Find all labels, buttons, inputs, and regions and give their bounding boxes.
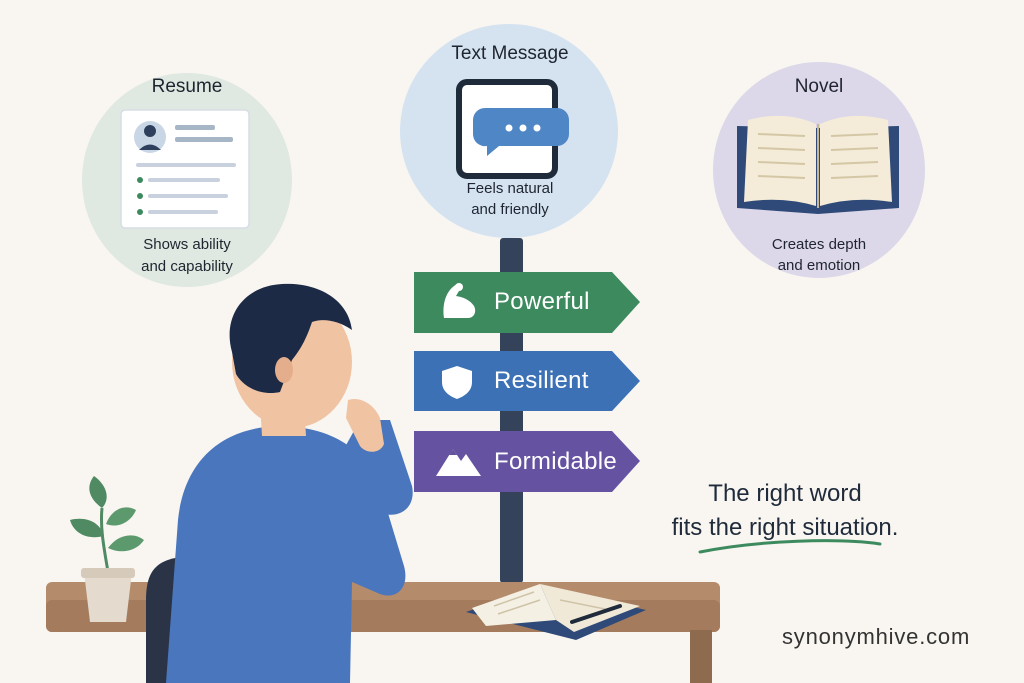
resume-title: Resume <box>151 76 223 97</box>
person-thinking <box>166 283 413 683</box>
sign-resilient <box>414 351 640 411</box>
text-message-title: Text Message <box>451 43 569 64</box>
sign-label-formidable: Formidable <box>494 448 618 475</box>
sign-formidable <box>414 431 640 492</box>
mountain-icon <box>436 449 481 476</box>
sign-label-resilient: Resilient <box>494 367 589 394</box>
phone-chat-icon <box>456 79 569 179</box>
potted-plant <box>70 476 144 622</box>
resume-caption-line2: and capability <box>141 258 233 275</box>
notebook <box>466 584 646 640</box>
sign-powerful <box>414 272 640 333</box>
open-book-icon <box>737 115 899 214</box>
novel-caption-line1: Creates depth <box>771 236 867 253</box>
brand-url: synonymhive.com <box>782 624 971 649</box>
resume-bubble <box>82 73 292 287</box>
text-message-caption-line2: and friendly <box>471 201 549 218</box>
tagline-line1: The right word <box>708 480 862 507</box>
resume-document-icon <box>120 109 250 229</box>
text-message-bubble <box>400 24 618 238</box>
resume-caption-line1: Shows ability <box>143 236 231 253</box>
tagline-underline <box>698 539 882 554</box>
flexed-bicep-icon <box>443 283 476 318</box>
sign-label-powerful: Powerful <box>494 288 590 315</box>
novel-bubble <box>713 62 925 278</box>
novel-caption-line2: and emotion <box>777 257 861 274</box>
text-message-caption-line1: Feels natural <box>466 180 554 197</box>
tagline-line2: fits the right situation. <box>671 514 899 541</box>
shield-icon <box>442 366 472 399</box>
novel-title: Novel <box>794 76 844 97</box>
